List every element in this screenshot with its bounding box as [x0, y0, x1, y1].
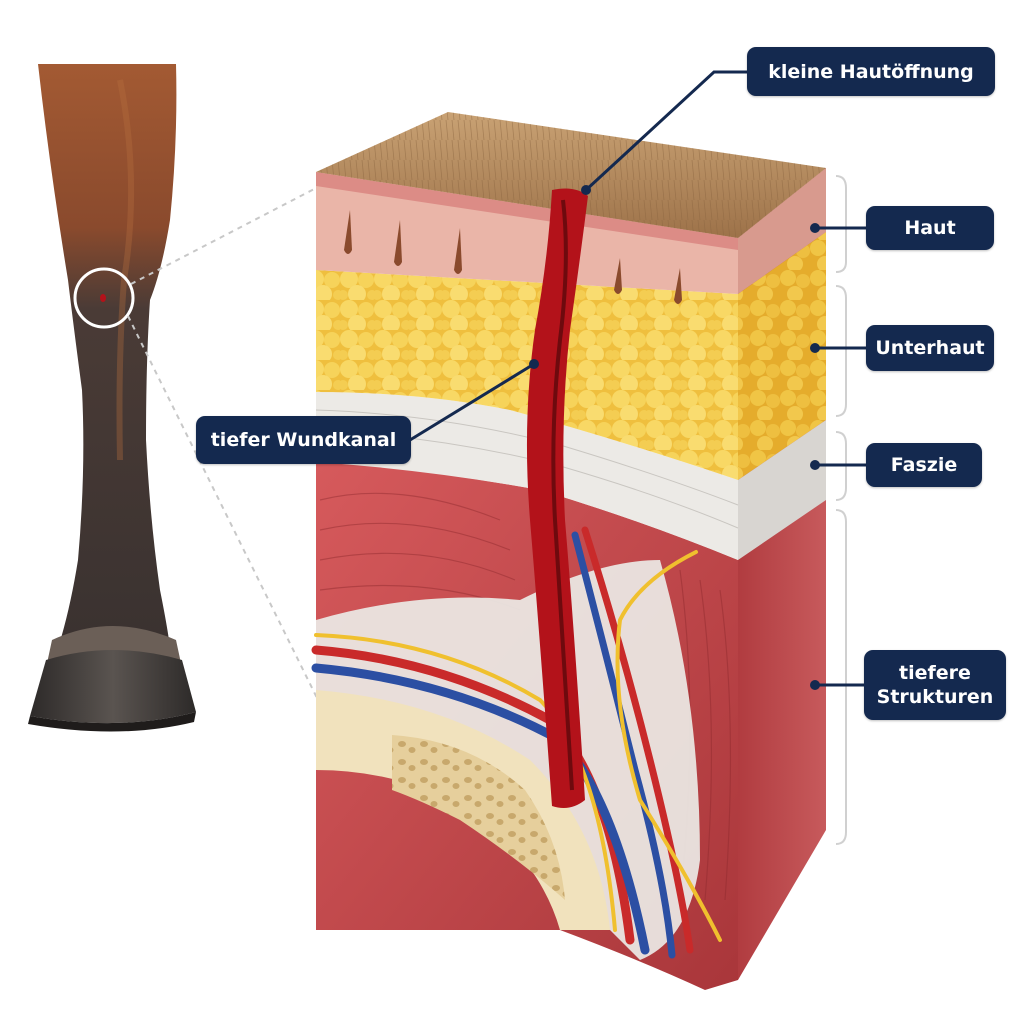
artery-deep — [581, 526, 694, 954]
label-deep-wound-channel: tiefer Wundkanal — [196, 416, 411, 464]
leader-lines — [409, 70, 866, 687]
bracket-haut — [835, 175, 847, 273]
layer-brackets — [835, 175, 847, 845]
leader-opening — [584, 70, 748, 192]
wound-channel — [526, 188, 588, 808]
label-deeper-line1: tiefere — [899, 662, 971, 684]
bone-marrow — [392, 735, 565, 900]
wound-inner — [551, 199, 574, 791]
hair-texture — [316, 112, 826, 238]
label-fascia: Faszie — [866, 443, 982, 487]
label-deeper-structures: tiefere Strukturen — [864, 650, 1006, 720]
horse-hoof — [30, 650, 196, 724]
bracket-tiefere — [835, 509, 847, 845]
tissue-cross-section — [311, 112, 826, 990]
horse-leg-illustration — [28, 64, 321, 732]
nerve-deep — [615, 550, 722, 942]
vein-deep — [571, 531, 676, 959]
dot-tiefere — [810, 680, 820, 690]
dot-faszie — [810, 460, 820, 470]
leader-kanal — [409, 362, 535, 442]
wound-highlight-circle — [73, 267, 135, 329]
skin-layer — [316, 172, 738, 294]
epidermis — [316, 172, 738, 250]
nerve — [314, 633, 617, 932]
zoom-line-lower — [127, 315, 319, 701]
small-wound-dot — [100, 294, 106, 302]
dot-kanal — [529, 359, 539, 369]
horse-leg-highlight — [116, 79, 135, 461]
hair-follicles — [344, 210, 682, 304]
dot-unterhaut — [810, 343, 820, 353]
side-fascia — [738, 420, 826, 560]
dot-haut — [810, 223, 820, 233]
label-skin: Haut — [866, 206, 994, 250]
dot-opening — [581, 185, 591, 195]
leader-dots — [529, 185, 820, 690]
hoof-sole-edge — [28, 712, 196, 732]
fat-layer — [316, 270, 738, 480]
label-small-skin-opening: kleine Hautöffnung — [747, 47, 995, 96]
label-subcutis: Unterhaut — [866, 325, 994, 371]
horse-leg — [38, 64, 177, 648]
side-fat — [738, 232, 826, 480]
bracket-unterhaut — [835, 285, 847, 417]
side-hair — [738, 168, 826, 294]
label-deeper-line2: Strukturen — [876, 686, 994, 708]
